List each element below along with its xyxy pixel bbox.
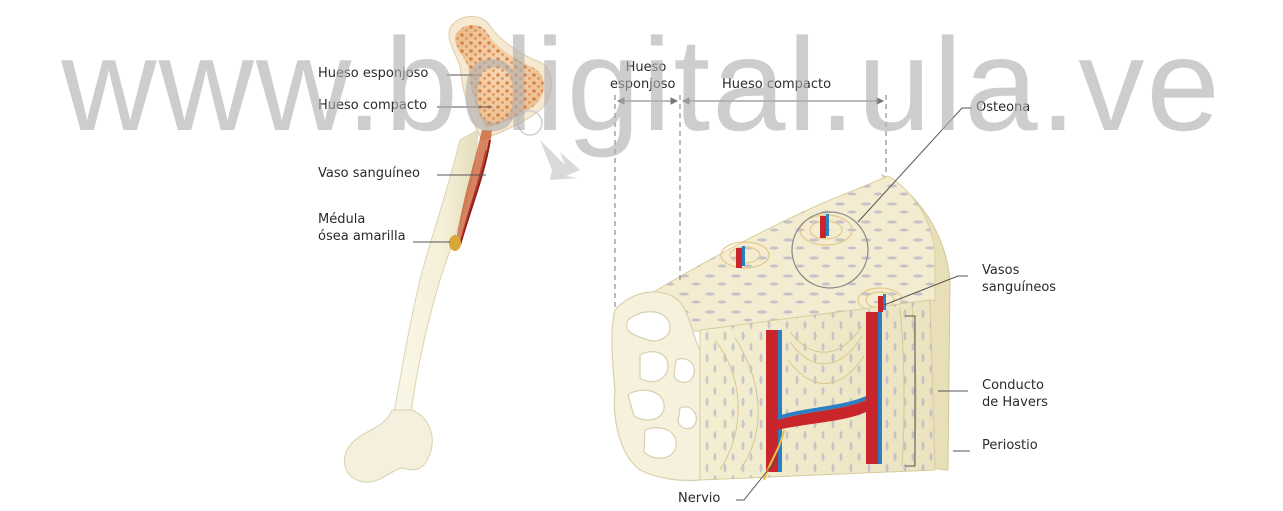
spongy-bone-end: [612, 292, 700, 481]
label-vaso-sanguineo: Vaso sanguíneo: [318, 166, 420, 182]
label-vasos-line2: sanguíneos: [982, 280, 1056, 296]
label-nervio: Nervio: [678, 491, 720, 507]
label-osteona: Osteona: [976, 100, 1030, 116]
label-hueso-esponjoso: Hueso esponjoso: [318, 66, 428, 82]
label-medula-line2: ósea amarilla: [318, 229, 406, 245]
label-periostio: Periostio: [982, 438, 1038, 454]
label-medula-line1: Médula: [318, 212, 365, 228]
label-vasos-line1: Vasos: [982, 263, 1019, 279]
label-conducto-line1: Conducto: [982, 378, 1044, 394]
femur-illustration: [344, 16, 580, 482]
label-top-hueso: Hueso: [624, 60, 668, 76]
label-hueso-compacto: Hueso compacto: [318, 98, 427, 114]
label-conducto-line2: de Havers: [982, 395, 1048, 411]
label-top-hueso-compacto: Hueso compacto: [722, 77, 831, 93]
femur-distal-end: [344, 410, 432, 482]
label-top-esponjoso: esponjoso: [610, 77, 676, 93]
zoom-arrow: [540, 140, 580, 180]
compact-bone-block: [612, 175, 950, 481]
yellow-marrow: [449, 235, 461, 251]
